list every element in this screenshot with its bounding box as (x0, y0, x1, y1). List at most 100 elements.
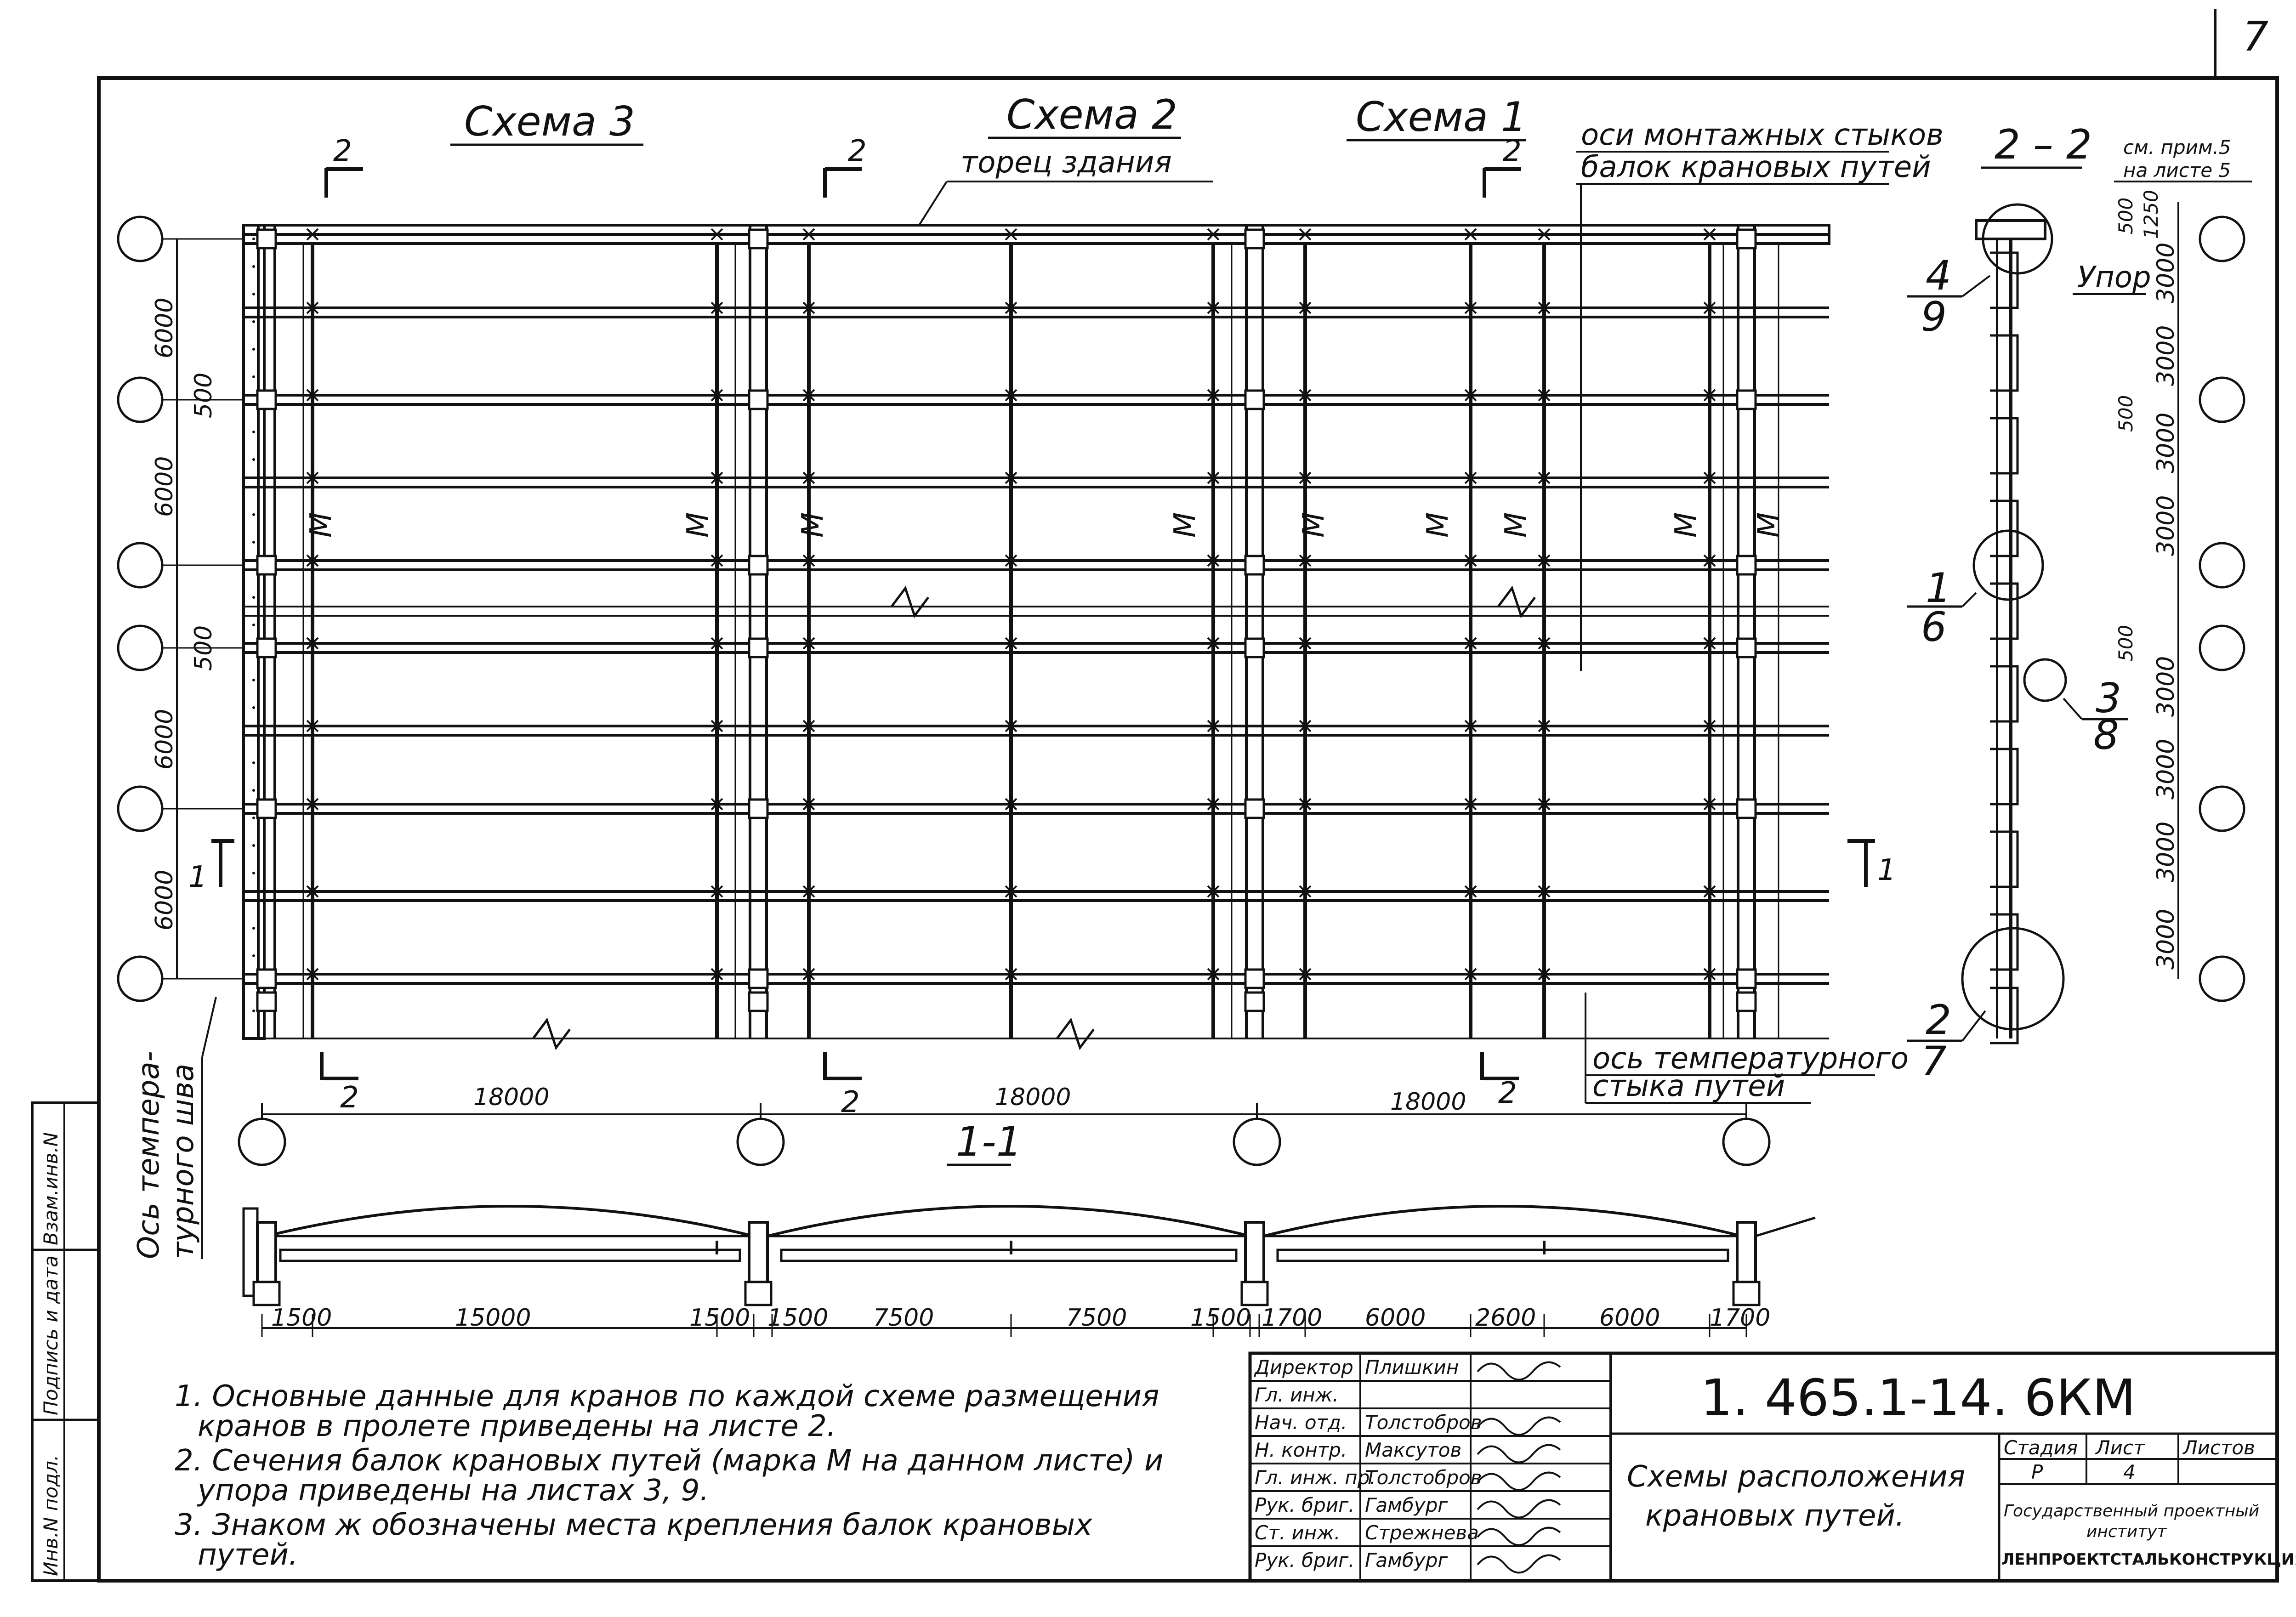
section-cut-2-top-left: 2 (324, 134, 363, 198)
column-base (748, 991, 769, 1012)
wall-dot (252, 458, 255, 461)
section-2-2-title: 2 – 2 (1995, 121, 2092, 168)
temp-seam-axis-label-1: Ось темпера- (132, 1051, 166, 1259)
fastening-mark (802, 301, 815, 314)
side-stamp-inv: Инв.N подл. (40, 1455, 62, 1576)
section-cut-1-left: 1 (188, 839, 234, 894)
see-note-1: см. прим.5 (2123, 136, 2231, 159)
temp-joint-label-1: ось температурного (1592, 1042, 1909, 1076)
section-1-1-title: 1-1 (956, 1118, 1022, 1165)
svg-text:1700: 1700 (1262, 1304, 1322, 1332)
sheet-frame (97, 76, 2279, 1583)
joint-axes-label-2: балок крановых путей (1581, 150, 1931, 184)
column-base (1736, 968, 1757, 989)
scheme-2-title: Схема 2 (1006, 91, 1177, 138)
fastening-mark (306, 554, 319, 567)
column-base (748, 228, 769, 250)
fastening-mark (1538, 471, 1551, 484)
fastening-mark (1464, 885, 1477, 898)
stop-label: Упор (2077, 261, 2151, 295)
section-1-1-view (242, 1205, 1816, 1337)
role-name: Плишкин (1365, 1356, 1459, 1379)
fastening-mark (1703, 554, 1716, 567)
left-wall (242, 224, 266, 1040)
fastening-mark (1005, 637, 1017, 650)
axis-bubble (2199, 785, 2245, 832)
detail-circle-3 (2023, 658, 2067, 702)
fastening-mark (306, 637, 319, 650)
svg-text:3000: 3000 (2152, 413, 2180, 473)
svg-text:6000: 6000 (1599, 1304, 1660, 1332)
detail-circle-4 (1982, 203, 2053, 275)
svg-text:3000: 3000 (2152, 656, 2180, 717)
fastening-mark (1703, 968, 1716, 981)
fastening-mark (1299, 885, 1312, 898)
fastening-mark (1207, 389, 1220, 402)
fastening-mark (710, 228, 723, 241)
column-base (748, 798, 769, 819)
fastening-mark (1207, 968, 1220, 981)
fastening-mark (1207, 798, 1220, 811)
axis-bubble (2199, 216, 2245, 262)
fastening-mark (1464, 228, 1477, 241)
svg-text:1: 1 (188, 860, 207, 894)
fastening-mark (710, 301, 723, 314)
axis-bubble (117, 542, 164, 589)
fastening-mark (1703, 798, 1716, 811)
section-column-base (252, 1281, 281, 1306)
column-base (1736, 798, 1757, 819)
callout-4-9: 4 9 (1907, 252, 1991, 340)
fastening-mark (1538, 389, 1551, 402)
fastening-mark (710, 637, 723, 650)
svg-text:3: 3 (2096, 675, 2121, 722)
org-line-1: Государственный проектный (2004, 1502, 2259, 1521)
plan-bottom-dimensions: 18000 18000 18000 (261, 1084, 1747, 1126)
beam-mark-m: М (681, 512, 715, 538)
axis-bubble (117, 785, 164, 832)
section-cut-1-right: 1 (1847, 839, 1896, 887)
svg-text:7: 7 (1921, 1038, 1947, 1085)
axis-bubble (117, 216, 164, 262)
svg-text:500: 500 (2114, 198, 2137, 234)
rail-segment (1990, 830, 2019, 888)
fastening-mark (1464, 798, 1477, 811)
svg-text:500: 500 (190, 625, 217, 671)
fastening-mark (1005, 471, 1017, 484)
column-base (256, 637, 277, 658)
svg-text:7500: 7500 (873, 1304, 934, 1332)
wall-dot (252, 761, 255, 764)
callout-1-6: 1 6 (1907, 564, 1977, 651)
fastening-mark (1703, 720, 1716, 732)
fastening-mark (1299, 301, 1312, 314)
fastening-mark (1299, 228, 1312, 241)
svg-text:6000: 6000 (151, 870, 178, 930)
fastening-mark (306, 301, 319, 314)
column-base (1244, 798, 1265, 819)
svg-text:2600: 2600 (1475, 1304, 1536, 1332)
section-cut-2-top-right: 2 (1483, 134, 1522, 198)
general-notes: 1. Основные данные для кранов по каждой … (175, 1379, 1163, 1572)
callout-3-8: 3 8 (2063, 675, 2128, 759)
wall-dot (252, 541, 255, 544)
svg-text:6: 6 (1921, 603, 1947, 651)
dim-18000-2: 18000 (995, 1084, 1071, 1111)
role-name: Гамбург (1365, 1549, 1448, 1572)
fastening-mark (1538, 720, 1551, 732)
crane-girder (1276, 1248, 1729, 1262)
fastening-mark (1005, 885, 1017, 898)
section-column (748, 1221, 769, 1283)
beam-mark-m: М (304, 512, 338, 538)
fastening-mark (1299, 720, 1312, 732)
wall-dot (252, 706, 255, 709)
wall-dot (252, 872, 255, 874)
fastening-mark (1464, 471, 1477, 484)
wall-dot (252, 596, 255, 599)
svg-text:3000: 3000 (2152, 909, 2180, 970)
column-base (256, 555, 277, 576)
wall-dot (252, 624, 255, 626)
plan-column-bubbles (238, 1118, 1771, 1166)
svg-text:6000: 6000 (151, 298, 178, 358)
section-column (1736, 1221, 1757, 1283)
fastening-mark (1299, 798, 1312, 811)
fastening-mark (1538, 228, 1551, 241)
